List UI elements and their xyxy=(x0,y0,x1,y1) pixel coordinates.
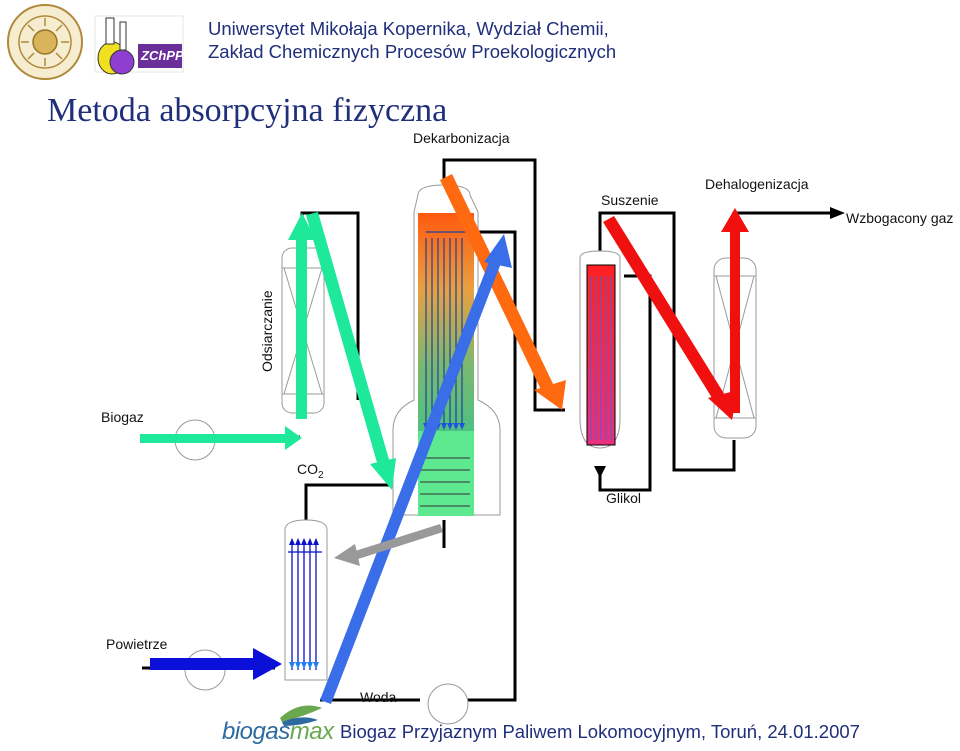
woda-pump xyxy=(427,683,469,725)
label-powietrze: Powietrze xyxy=(106,636,168,652)
orange-flow-arrow xyxy=(440,174,566,410)
blue-flow-arrow xyxy=(320,234,512,704)
header-line-2: Zakład Chemicznych Procesów Proekologicz… xyxy=(208,41,617,62)
suszenie-column xyxy=(579,250,621,449)
label-woda: Woda xyxy=(360,689,397,705)
label-co2: CO2 xyxy=(297,461,324,481)
label-co2-main: CO xyxy=(297,461,318,477)
dekarbonizacja-column xyxy=(392,184,501,516)
biogasmax-logo: biogasmax xyxy=(222,718,334,746)
page-title: Metoda absorpcyjna fizyczna xyxy=(47,92,448,129)
label-glikol: Glikol xyxy=(606,490,642,506)
label-biogaz: Biogaz xyxy=(101,409,144,425)
label-dekarbonizacja: Dekarbonizacja xyxy=(413,130,510,146)
navy-flow-arrow xyxy=(150,648,282,680)
glikol-arrowhead xyxy=(594,466,606,478)
header-line-1: Uniwersytet Mikołaja Kopernika, Wydział … xyxy=(208,18,609,39)
green-flow-arrows xyxy=(140,212,396,490)
label-co2-sub: 2 xyxy=(318,469,324,481)
label-dehalogenizacja: Dehalogenizacja xyxy=(705,176,809,192)
stripper-column xyxy=(284,519,328,681)
label-suszenie: Suszenie xyxy=(601,192,659,208)
red-flow-arrows xyxy=(603,208,749,420)
gray-flow-arrow xyxy=(334,524,443,566)
outlet-arrowhead xyxy=(830,207,845,219)
footer-text: Biogaz Przyjaznym Paliwem Lokomocyjnym, … xyxy=(340,721,860,742)
logo-part-2: max xyxy=(289,718,334,745)
label-wzbogacony-gaz: Wzbogacony gaz xyxy=(846,210,954,226)
zchpp-logo-text: ZChPP xyxy=(141,48,184,63)
logo-part-1: biogas xyxy=(222,718,290,745)
label-odsiarczanie: Odsiarczanie xyxy=(259,290,275,372)
